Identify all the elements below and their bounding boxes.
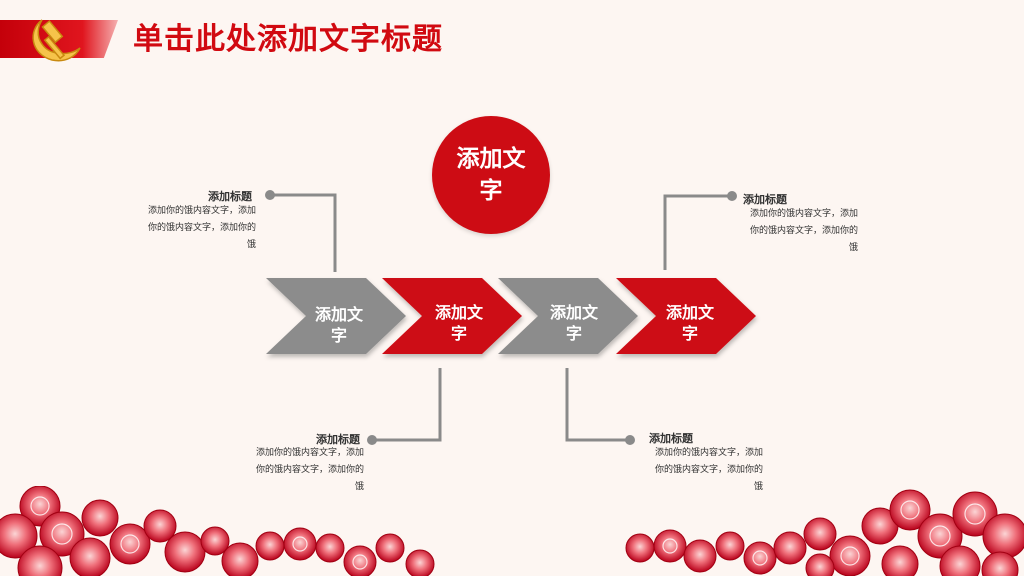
center-circle[interactable]: 添加文字 — [432, 116, 550, 234]
connector-line — [372, 368, 442, 442]
connector-line — [565, 368, 630, 442]
connector-line — [663, 194, 732, 270]
callout-body[interactable]: 添加你的饿内容文字，添加你的饿内容文字，添加你的饿 — [655, 448, 764, 492]
page-title[interactable]: 单击此处添加文字标题 — [133, 22, 443, 57]
connector-dot — [727, 191, 737, 201]
callout-title[interactable]: 添加标题 — [208, 190, 252, 203]
callout-body[interactable]: 添加你的饿内容文字，添加你的饿内容文字，添加你的饿 — [148, 206, 257, 250]
hammer-sickle-icon — [32, 19, 81, 62]
connector-dot — [625, 435, 635, 445]
chevron-4 — [616, 278, 756, 354]
chevron-2-label[interactable]: 添加文字 — [434, 303, 483, 343]
chevron-1 — [266, 278, 406, 354]
connector-dot — [265, 190, 275, 200]
chevron-3 — [498, 278, 638, 354]
callout-title[interactable]: 添加标题 — [743, 193, 787, 206]
chevron-4-label[interactable]: 添加文字 — [665, 303, 714, 343]
callout-title[interactable]: 添加标题 — [649, 432, 693, 445]
connector-line — [270, 193, 337, 272]
callout-body[interactable]: 添加你的饿内容文字，添加你的饿内容文字，添加你的饿 — [256, 448, 365, 492]
chevron-1-label[interactable]: 添加文字 — [314, 305, 363, 345]
callout-body[interactable]: 添加你的饿内容文字，添加你的饿内容文字，添加你的饿 — [750, 209, 859, 253]
callout-title[interactable]: 添加标题 — [316, 433, 360, 446]
connector-dot — [367, 435, 377, 445]
auspicious-clouds-decoration — [0, 486, 1024, 576]
center-circle-text: 添加文字 — [456, 146, 526, 204]
chevron-2 — [382, 278, 522, 354]
chevron-3-label[interactable]: 添加文字 — [549, 303, 598, 343]
